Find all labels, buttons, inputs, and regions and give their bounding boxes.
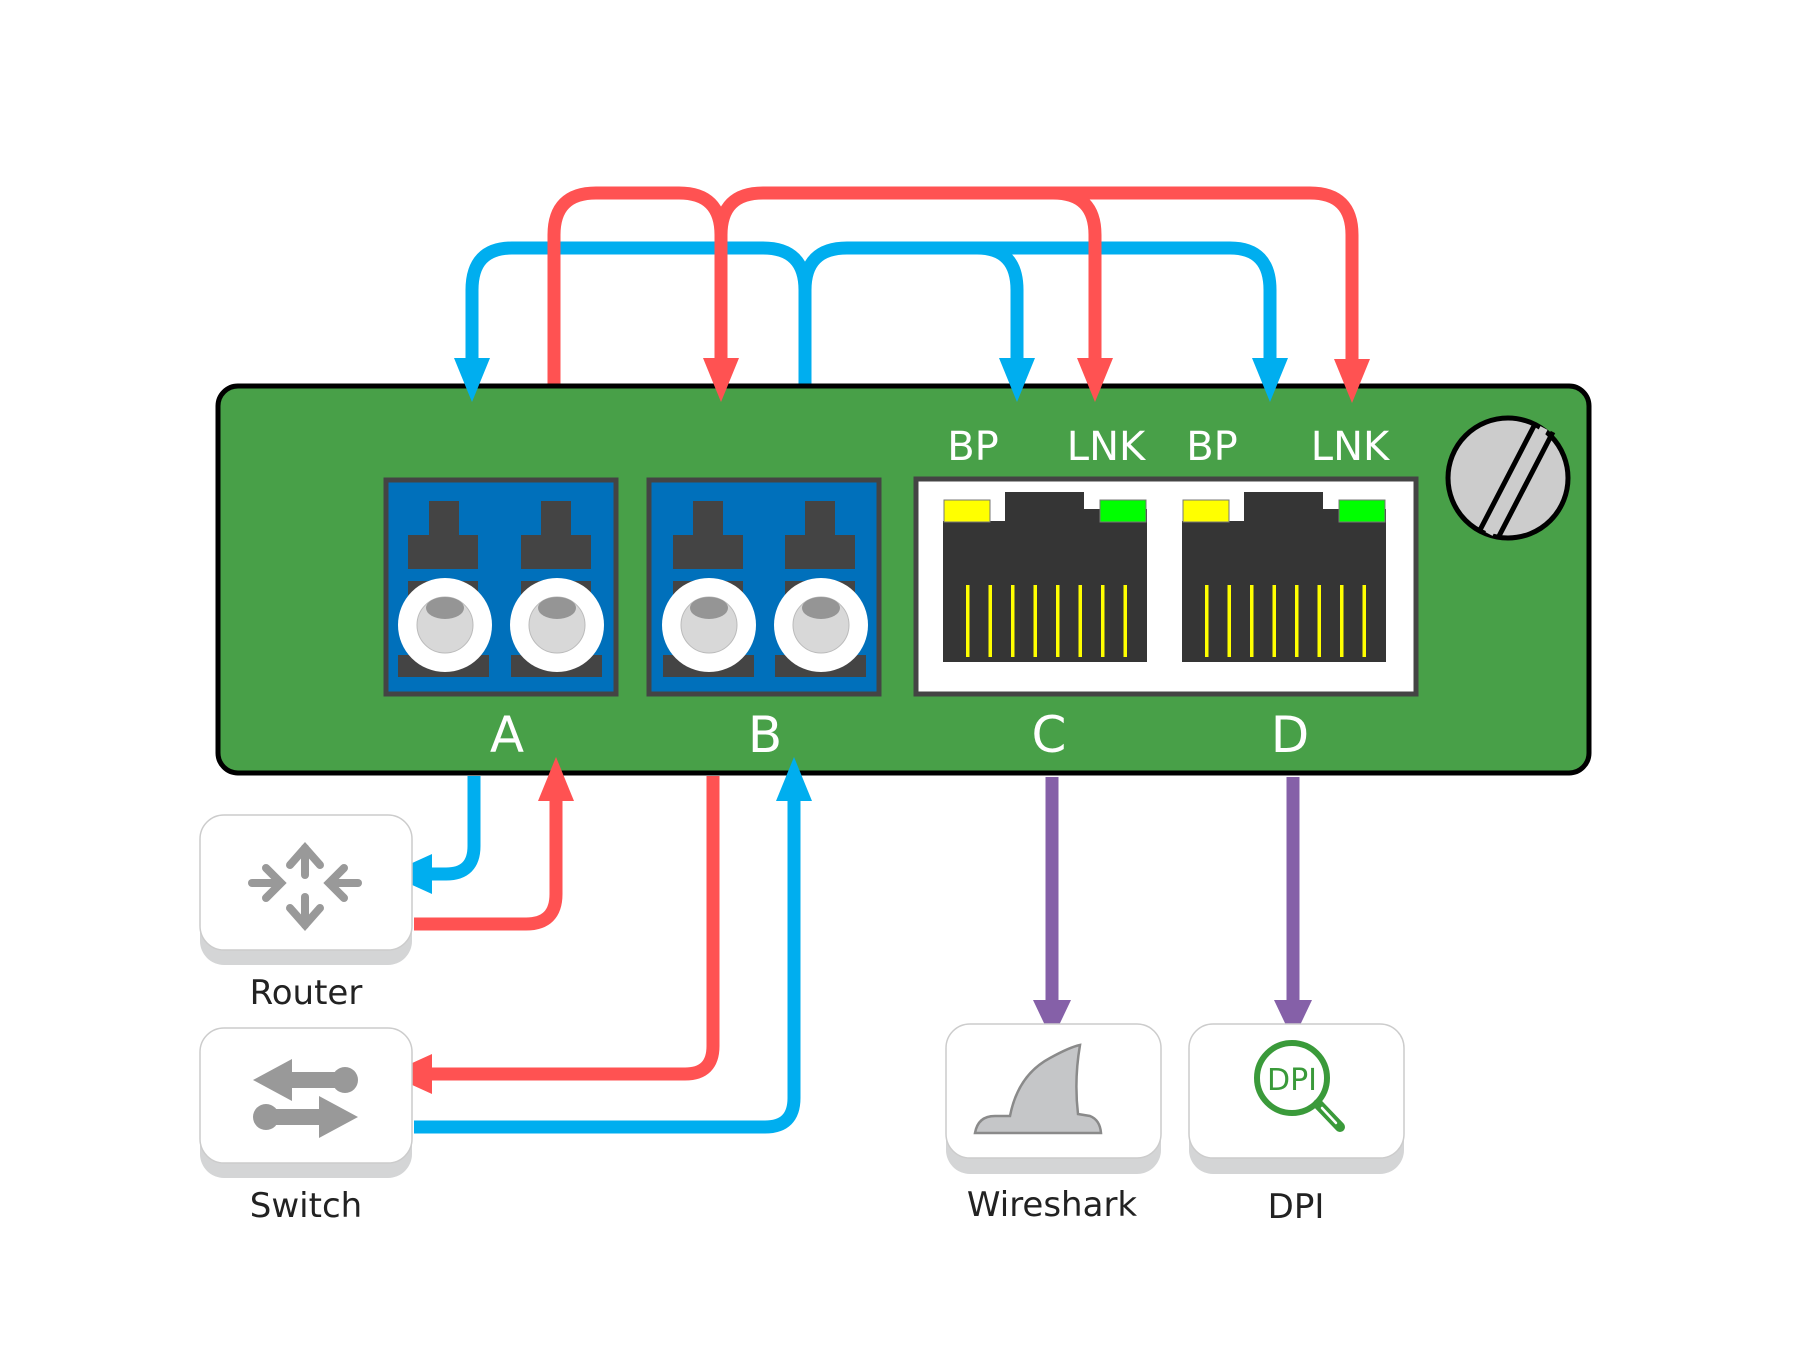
rj45-pin xyxy=(1295,585,1299,657)
fiber-port-b[interactable] xyxy=(646,477,882,697)
blue-arrow-d-bp xyxy=(1252,358,1288,402)
fiber-port-a[interactable] xyxy=(383,477,619,697)
router-icon xyxy=(248,841,362,932)
rj45-port-c[interactable] xyxy=(943,492,1147,662)
red-flow-to-b xyxy=(547,186,728,384)
rj45-pin xyxy=(1250,585,1254,657)
port-label-d: D xyxy=(1271,706,1310,764)
led-label-lnk-c: LNK xyxy=(1067,424,1147,470)
router-device[interactable]: Router xyxy=(199,814,413,1013)
lc-connector-a2 xyxy=(510,501,604,677)
red-flow-to-c-lnk xyxy=(714,186,1102,360)
lc-connector-b2 xyxy=(774,501,868,677)
rj45-pin xyxy=(1317,585,1321,657)
rj45-pin xyxy=(1011,585,1015,657)
blue-arrow-b-up xyxy=(776,757,812,801)
blue-flow-a-to-router xyxy=(420,776,481,881)
lnk-led-d xyxy=(1338,499,1386,523)
red-flow-to-d-lnk xyxy=(1053,186,1359,360)
rj45-pin xyxy=(1101,585,1105,657)
led-label-lnk-d: LNK xyxy=(1311,424,1391,470)
dpi-magnifier-icon: DPI xyxy=(1254,1040,1345,1132)
red-arrow-a-up xyxy=(538,757,574,801)
lc-connector-b1 xyxy=(662,501,756,677)
device-card xyxy=(199,814,413,951)
lnk-led-c xyxy=(1099,499,1147,523)
router-label: Router xyxy=(250,973,363,1013)
rj45-pin xyxy=(1272,585,1276,657)
blue-arrow-c-bp xyxy=(999,358,1035,402)
red-flow-router-to-a xyxy=(414,800,563,931)
rj45-pins xyxy=(1205,585,1366,657)
blue-flow-to-d-bp xyxy=(977,241,1277,360)
rj45-pin xyxy=(988,585,992,657)
rj45-pin xyxy=(1227,585,1231,657)
rj45-pin xyxy=(1340,585,1344,657)
rj45-port-d[interactable] xyxy=(1182,492,1386,662)
red-arrow-b xyxy=(703,358,739,402)
blue-arrow-a xyxy=(454,358,490,402)
device-card xyxy=(199,1027,413,1164)
blue-flow-switch-to-b xyxy=(414,800,801,1134)
dpi-icon-text: DPI xyxy=(1267,1063,1317,1098)
purple-arrow-dpi xyxy=(1274,1000,1312,1040)
wireshark-device[interactable]: Wireshark xyxy=(945,1023,1162,1225)
dpi-label: DPI xyxy=(1268,1187,1325,1227)
screw-icon xyxy=(1445,415,1571,541)
led-label-bp-c: BP xyxy=(947,424,999,470)
rj45-jack xyxy=(1182,492,1386,662)
rj45-pin xyxy=(1078,585,1082,657)
port-label-b: B xyxy=(748,706,782,764)
device-card xyxy=(1188,1023,1405,1159)
blue-flow-to-a xyxy=(465,241,812,384)
wireshark-label: Wireshark xyxy=(967,1185,1138,1225)
switch-icon xyxy=(253,1059,358,1138)
port-label-c: C xyxy=(1032,706,1067,764)
red-arrow-d-lnk xyxy=(1334,359,1370,403)
rj45-pin xyxy=(1205,585,1209,657)
red-arrow-c-lnk xyxy=(1077,358,1113,402)
shark-fin-icon xyxy=(973,1043,1103,1135)
purple-arrow-wireshark xyxy=(1033,1000,1071,1040)
switch-label: Switch xyxy=(250,1186,362,1226)
rj45-pin xyxy=(1033,585,1037,657)
top-arrowheads xyxy=(454,358,1370,403)
dpi-device[interactable]: DPI DPI xyxy=(1188,1023,1405,1227)
rj45-pins xyxy=(966,585,1127,657)
rj45-jack xyxy=(943,492,1147,662)
lc-connector-a1 xyxy=(398,501,492,677)
switch-device[interactable]: Switch xyxy=(199,1027,413,1226)
bp-led-c xyxy=(943,499,991,523)
led-label-bp-d: BP xyxy=(1186,424,1238,470)
red-flow-b-to-switch xyxy=(420,776,720,1081)
bp-led-d xyxy=(1182,499,1230,523)
rj45-pin xyxy=(966,585,970,657)
blue-flow-to-c-bp xyxy=(798,241,1024,360)
top-flows xyxy=(465,186,1359,384)
bottom-flows xyxy=(414,776,1300,1134)
rj45-pin xyxy=(1362,585,1366,657)
port-label-a: A xyxy=(490,706,524,764)
rj45-pin xyxy=(1123,585,1127,657)
rj45-pin xyxy=(1056,585,1060,657)
